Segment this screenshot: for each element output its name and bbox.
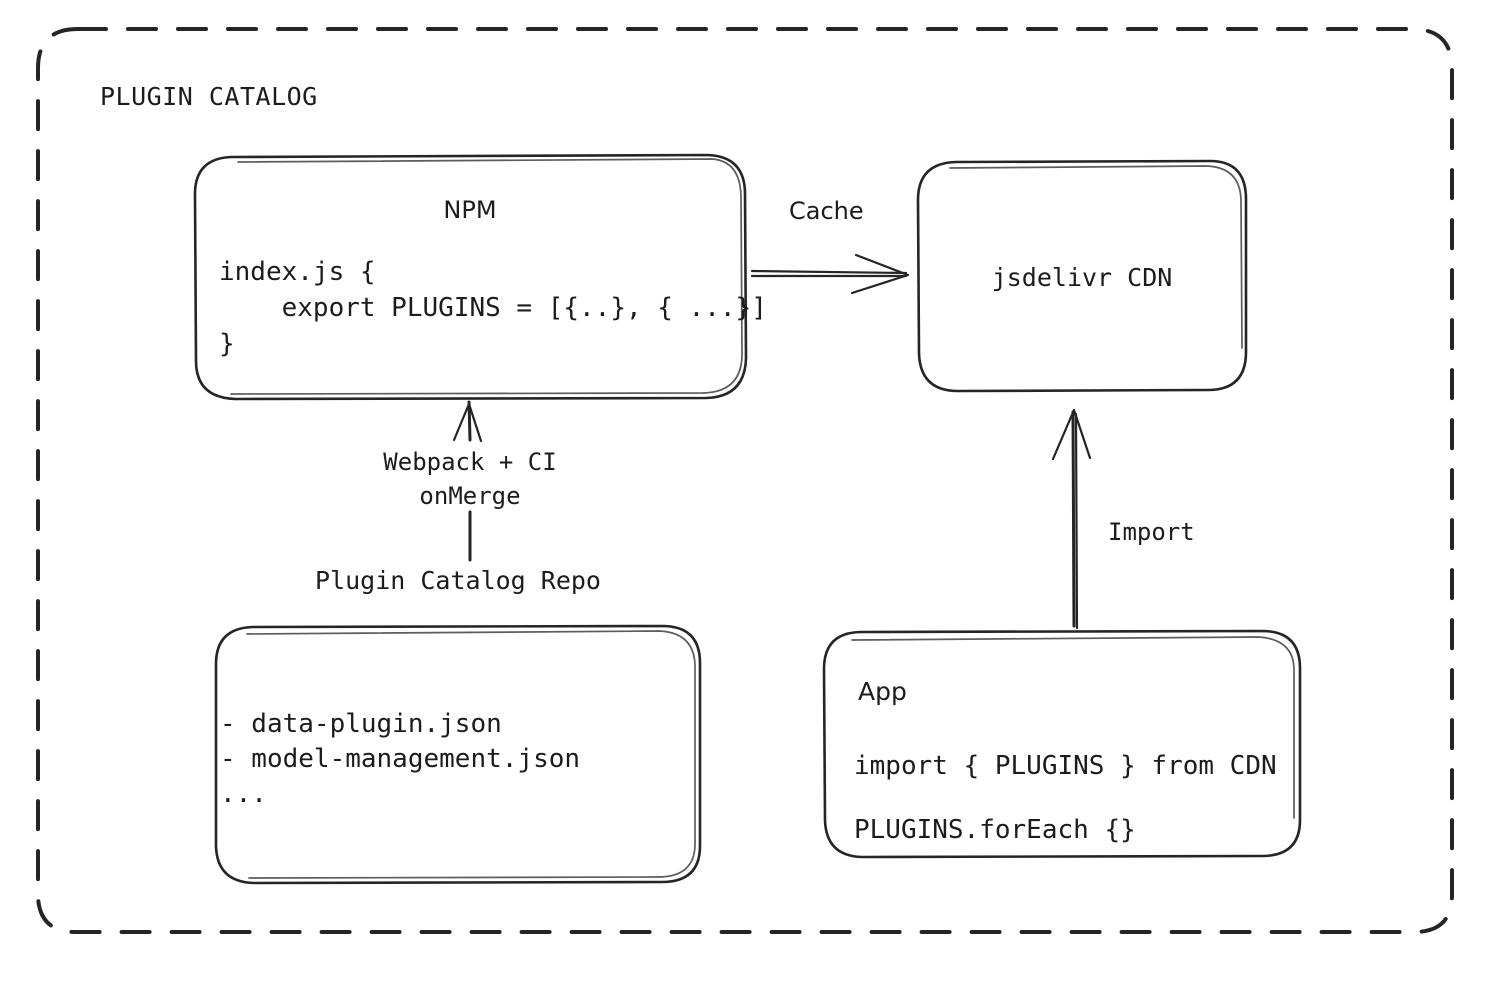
app-node-code: import { PLUGINS } from CDN PLUGINS.forE… [854, 734, 1277, 862]
import-arrow [1051, 408, 1092, 630]
page-title: PLUGIN CATALOG [100, 82, 318, 111]
repo-node-shape [214, 624, 702, 885]
npm-node-code: index.js { export PLUGINS = [{..}, { ...… [219, 257, 767, 359]
repo-node-files: - data-plugin.json - model-management.js… [220, 709, 581, 809]
import-edge-label: Import [1108, 518, 1195, 546]
app-node-title: App [858, 677, 907, 706]
cdn-node-shape [916, 159, 1248, 393]
build-edge-label: Webpack + CI onMerge [383, 448, 557, 510]
cdn-node-title: jsdelivr CDN [991, 263, 1173, 292]
app-code-line-1: import { PLUGINS } from CDN [854, 751, 1277, 781]
app-code-line-2: PLUGINS.forEach {} [854, 815, 1136, 845]
npm-node-title: NPM [443, 196, 497, 224]
repo-node-caption: Plugin Catalog Repo [315, 566, 601, 595]
app-node-shape [822, 629, 1302, 859]
npm-node-shape [193, 153, 748, 401]
cache-edge-label: Cache [789, 197, 864, 225]
cache-arrow [750, 253, 910, 295]
plugin-catalog-boundary [36, 27, 1454, 934]
build-arrow [452, 400, 483, 562]
